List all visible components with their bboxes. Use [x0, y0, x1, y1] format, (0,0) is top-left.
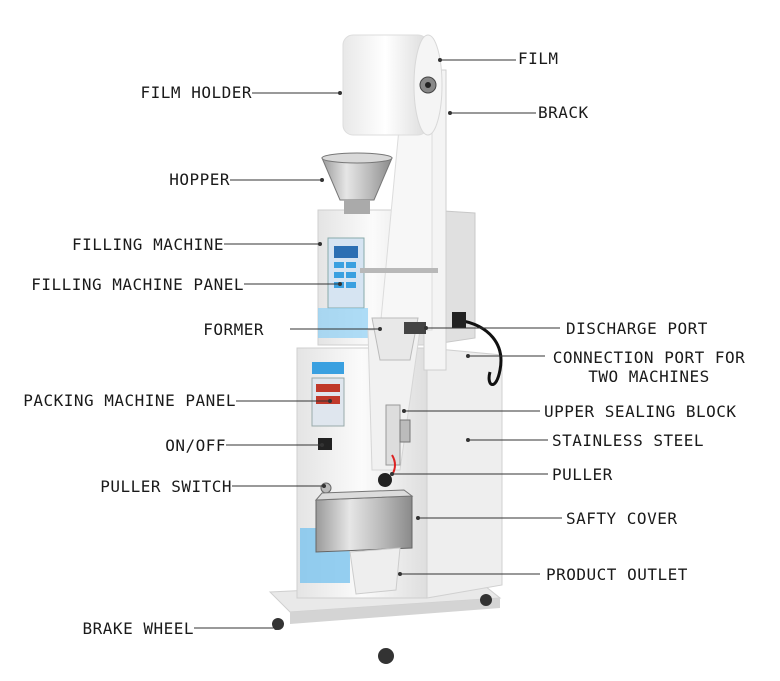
label-product-outlet: PRODUCT OUTLET: [546, 565, 688, 584]
label-connection-port-line1: CONNECTION PORT FOR: [552, 348, 746, 367]
hopper: [321, 152, 393, 214]
former-assembly: [371, 317, 426, 361]
label-packing-machine-panel: PACKING MACHINE PANEL: [23, 391, 236, 410]
guide-rod: [360, 268, 438, 273]
label-brack: BRACK: [538, 103, 589, 122]
label-discharge-port: DISCHARGE PORT: [566, 319, 708, 338]
leader-lines: [194, 59, 562, 629]
label-upper-sealing-block: UPPER SEALING BLOCK: [544, 402, 737, 421]
film-roll: [342, 34, 443, 136]
label-connection-port-line2: TWO MACHINES: [588, 367, 710, 386]
label-filling-machine: FILLING MACHINE: [72, 235, 224, 254]
label-film: FILM: [518, 49, 559, 68]
connector-plug: [452, 312, 466, 328]
label-brake-wheel: BRAKE WHEEL: [82, 619, 194, 638]
leader-dots: [274, 58, 470, 630]
label-film-holder: FILM HOLDER: [140, 83, 252, 102]
label-stainless-steel: STAINLESS STEEL: [552, 431, 704, 450]
connection-cable: [457, 318, 503, 386]
label-safty-cover: SAFTY COVER: [566, 509, 678, 528]
label-filling-machine-panel: FILLING MACHINE PANEL: [31, 275, 244, 294]
label-puller: PULLER: [552, 465, 613, 484]
product-outlet-chute: [349, 547, 401, 595]
film-web: [367, 117, 433, 471]
safety-cover: [314, 489, 414, 553]
label-puller-switch: PULLER SWITCH: [100, 477, 232, 496]
label-hopper: HOPPER: [169, 170, 230, 189]
label-on-off: ON/OFF: [165, 436, 226, 455]
label-former: FORMER: [203, 320, 264, 339]
puller-knob: [378, 473, 392, 487]
